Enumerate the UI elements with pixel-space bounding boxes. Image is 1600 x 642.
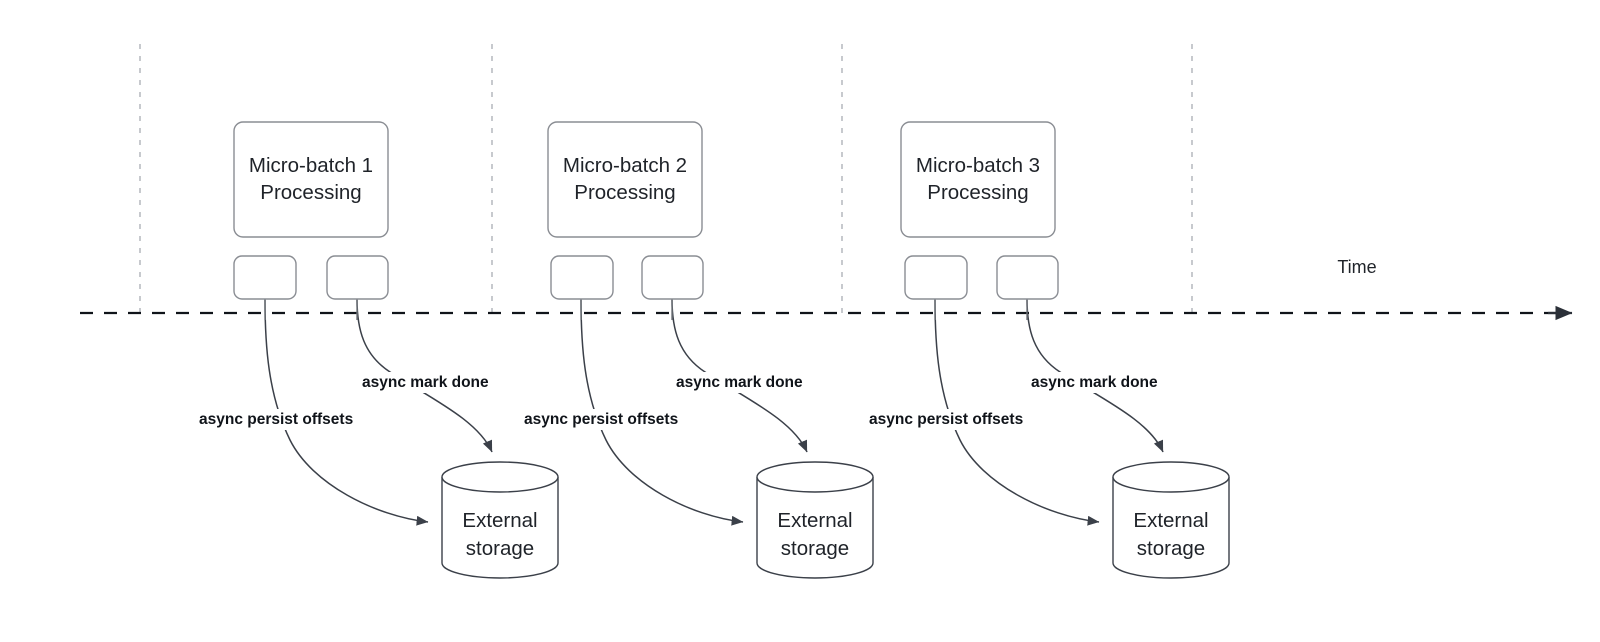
process-box-3[interactable] xyxy=(900,121,1056,238)
time-axis-label: Time xyxy=(1337,257,1376,277)
markdone-task-box-1[interactable] xyxy=(326,255,389,300)
external-storage-3-line1: External xyxy=(1133,509,1208,532)
persist-task-box-2[interactable] xyxy=(550,255,614,300)
edge-label-async-mark-done-2: async mark done xyxy=(672,372,814,393)
edge-label-async-mark-done-1-text: async mark done xyxy=(362,374,489,391)
external-storage-3-line2: storage xyxy=(1137,537,1205,560)
flow-edges-group xyxy=(264,298,1164,526)
edge-label-async-mark-done-3: async mark done xyxy=(1027,372,1169,393)
process-box-1[interactable] xyxy=(233,121,389,238)
edge-label-async-persist-offsets-1: async persist offsets xyxy=(195,409,375,430)
process-box-3-line2: Processing xyxy=(927,181,1028,204)
process-box-2[interactable] xyxy=(547,121,703,238)
edge-async-persist-offsets-2 xyxy=(580,298,744,526)
micro-batch-group-2: Micro-batch 2 Processing External storag… xyxy=(520,121,874,579)
external-storage-3-body xyxy=(1112,477,1230,579)
edge-label-async-mark-done-3-text: async mark done xyxy=(1031,374,1158,391)
process-box-2-line1: Micro-batch 2 xyxy=(563,154,687,177)
external-storage-2-line1: External xyxy=(777,509,852,532)
edge-label-async-persist-offsets-3-text: async persist offsets xyxy=(869,411,1023,428)
persist-task-box-1[interactable] xyxy=(233,255,297,300)
edge-label-async-persist-offsets-3: async persist offsets xyxy=(865,409,1045,430)
micro-batch-group-3: Micro-batch 3 Processing External storag… xyxy=(865,121,1230,579)
edge-async-persist-offsets-3 xyxy=(934,298,1100,526)
external-storage-2[interactable]: External storage xyxy=(756,461,874,579)
external-storage-1-line1: External xyxy=(462,509,537,532)
micro-batch-group-1: Micro-batch 1 Processing External storag… xyxy=(195,121,559,579)
process-box-3-line1: Micro-batch 3 xyxy=(916,154,1040,177)
tick-lines-group xyxy=(139,44,1193,316)
edge-label-async-persist-offsets-2-text: async persist offsets xyxy=(524,411,678,428)
external-storage-3[interactable]: External storage xyxy=(1112,461,1230,579)
markdone-task-box-3[interactable] xyxy=(996,255,1059,300)
external-storage-1-body xyxy=(441,477,559,579)
edge-label-async-mark-done-1: async mark done xyxy=(358,372,500,393)
external-storage-1-top xyxy=(441,461,559,493)
external-storage-1-line2: storage xyxy=(466,537,534,560)
edge-label-async-mark-done-2-text: async mark done xyxy=(676,374,803,391)
persist-task-box-3[interactable] xyxy=(904,255,968,300)
edge-label-async-persist-offsets-2: async persist offsets xyxy=(520,409,700,430)
process-box-1-line1: Micro-batch 1 xyxy=(249,154,373,177)
process-box-2-line2: Processing xyxy=(574,181,675,204)
time-axis-group: Time xyxy=(80,257,1573,321)
process-box-1-line2: Processing xyxy=(260,181,361,204)
markdone-task-box-2[interactable] xyxy=(641,255,704,300)
external-storage-3-top xyxy=(1112,461,1230,493)
edge-label-async-persist-offsets-1-text: async persist offsets xyxy=(199,411,353,428)
edge-async-persist-offsets-1 xyxy=(264,298,429,526)
external-storage-2-top xyxy=(756,461,874,493)
external-storage-1[interactable]: External storage xyxy=(441,461,559,579)
external-storage-2-line2: storage xyxy=(781,537,849,560)
external-storage-2-body xyxy=(756,477,874,579)
